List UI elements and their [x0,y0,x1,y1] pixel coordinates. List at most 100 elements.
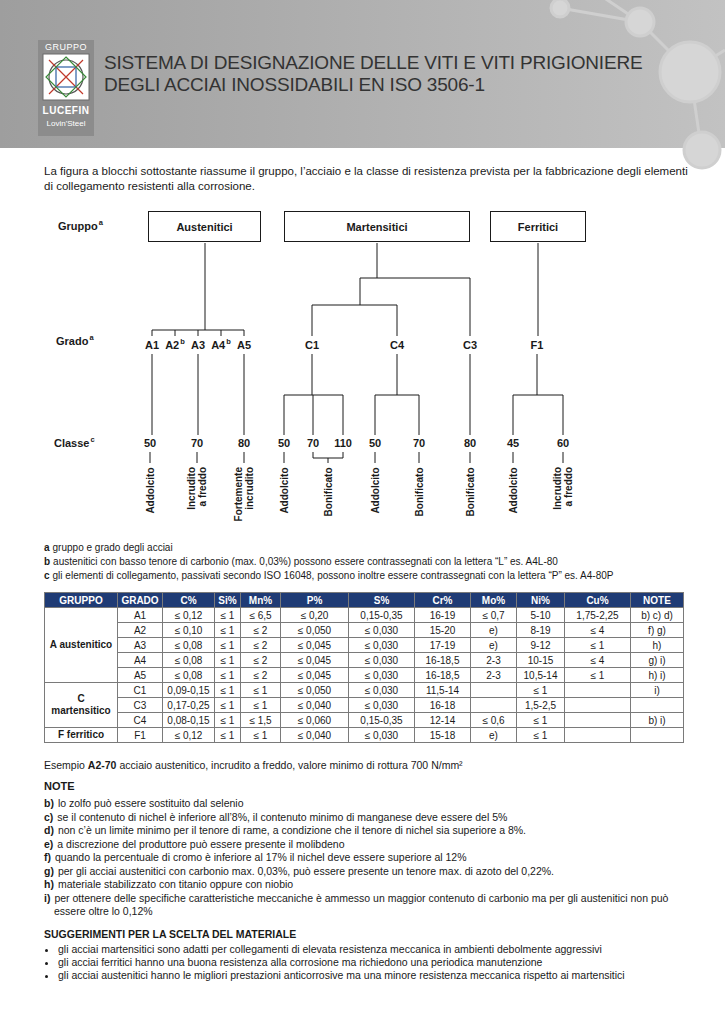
table-cell: ≤ 0,040 [281,698,349,713]
condition-text: Addolcito [145,467,156,513]
group-box: Austenitici [148,211,261,242]
suggestions-heading: SUGGERIMENTI PER LA SCELTA DEL MATERIALE [44,928,296,940]
composition-table: GRUPPOGRADOC%Si%Mn%P%S%Cr%Mo%Ni%Cu%NOTE A… [44,592,684,743]
group-box: Ferritici [490,211,586,242]
note-item: g)per gli acciai austenitici con carboni… [44,865,684,879]
footnote: agruppo e grado degli acciai [44,542,694,554]
condition-text: Addolcito [370,467,381,513]
table-cell: ≤ 2 [241,668,281,683]
class-label: 70 [307,437,319,449]
table-cell: ≤ 1 [215,713,241,728]
class-label: 110 [334,437,352,449]
grade-label: C1 [305,339,319,351]
grade-cell: C4 [118,713,163,728]
austenitic-branch [150,243,244,463]
table-cell: 0,15-0,35 [349,608,415,623]
header-band [0,0,725,148]
table-row: A2≤ 0,10≤ 1≤ 2≤ 0,050≤ 0,03015-20e)8-19≤… [45,623,684,638]
table-cell: 0,08-0,15 [163,713,215,728]
table-cell: 10-15 [517,653,565,668]
grade-text: A5 [237,339,251,351]
table-row: C martensiticoC10,09-0,15≤ 1≤ 1≤ 0,050≤ … [45,683,684,698]
grade-text: A1 [145,339,159,351]
note-item: h) materiale stabilizzato con titanio opp… [44,878,684,892]
grade-text: C1 [305,339,319,351]
table-cell: h) [631,638,684,653]
table-cell: ≤ 1 [215,608,241,623]
table-cell: 1,75-2,25 [565,608,631,623]
intro-text: La figura a blocchi sottostante riassume… [44,165,688,192]
molecule-atom [660,42,720,102]
logo-square [43,54,89,100]
table-cell: ≤ 0,045 [281,653,349,668]
table-row: C40,08-0,15≤ 1≤ 1,5≤ 0,0600,15-0,3512-14… [45,713,684,728]
table-cell: 15-18 [415,728,471,743]
table-cell: ≤ 0,030 [349,683,415,698]
table-header-cell: Cu% [565,593,631,608]
table-cell: ≤ 2 [241,623,281,638]
table-cell: h) i) [631,668,684,683]
class-label: 60 [557,437,569,449]
suggestion-item: gli acciai austenitici hanno le migliori… [58,969,708,982]
condition-text: Addolcito [279,467,290,513]
class-label: 80 [238,437,250,449]
table-cell: ≤ 0,6 [471,713,517,728]
table-cell: ≤ 0,050 [281,623,349,638]
table-cell: 0,17-0,25 [163,698,215,713]
group-name: Austenitici [176,221,232,233]
grade-label: A4b [211,339,231,351]
grade-label: A5 [237,339,251,351]
table-cell: ≤ 0,12 [163,728,215,743]
empty-cell [565,698,631,713]
table-cell: ≤ 0,08 [163,668,215,683]
note-text: per ottenere delle specifiche caratteris… [54,892,668,918]
note-text: quando la percentuale di cromo è inferio… [55,851,467,863]
table-cell: 11,5-14 [415,683,471,698]
class-label: 70 [191,437,203,449]
condition-label: Addolcito [370,467,381,529]
table-header-cell: GRADO [118,593,163,608]
condition-label: Fortemente incrudito [233,467,255,529]
note-letter: c) [44,811,53,823]
molecule-decor [551,0,725,168]
notes-heading-text: NOTE [44,780,75,792]
note-letter: h) [44,878,54,890]
logo-text: Lovin'Steel [47,119,86,128]
class-text: 50 [369,437,381,449]
class-text: 80 [464,437,476,449]
condition-label: Addolcito [145,467,156,529]
note-letter: e) [44,838,53,850]
grade-text: F1 [531,339,544,351]
condition-text: Addolcito [508,467,519,513]
note-item: e)a discrezione del produttore può esser… [44,838,684,852]
grade-text: A4 [211,339,225,351]
table-cell: ≤ 4 [565,623,631,638]
table-cell: 8-19 [517,623,565,638]
notes-block: b)lo zolfo può essere sostituito dal sel… [44,797,684,919]
class-text: 50 [278,437,290,449]
table-cell: ≤ 0,030 [349,653,415,668]
logo-text: LUCEFIN [43,105,90,116]
suggestion-item: gli acciai martensitici sono adatti per … [58,943,708,956]
footnote-mark: b [226,337,231,346]
condition-label: Incrudito a freddo [186,467,208,517]
table-header-row: GRUPPOGRADOC%Si%Mn%P%S%Cr%Mo%Ni%Cu%NOTE [45,593,684,608]
table-header-cell: NOTE [631,593,684,608]
table-cell: g) i) [631,653,684,668]
grade-cell: A3 [118,638,163,653]
table-cell: ≤ 0,040 [281,728,349,743]
table-header-cell: GRUPPO [45,593,118,608]
empty-cell [631,728,684,743]
note-text: materiale stabilizzato con titanio oppur… [58,878,293,890]
table-cell: ≤ 0,08 [163,653,215,668]
table-cell: ≤ 1 [215,623,241,638]
tree-lines [150,243,563,463]
grade-label: A1 [145,339,159,351]
note-item: c)se il contenuto di nichel è inferiore … [44,811,684,825]
table-cell: ≤ 1,5 [241,713,281,728]
class-text: 70 [307,437,319,449]
footnote-letter: b [44,556,50,567]
table-row: A4≤ 0,08≤ 1≤ 2≤ 0,045≤ 0,03016-18,52-310… [45,653,684,668]
table-header-cell: P% [281,593,349,608]
